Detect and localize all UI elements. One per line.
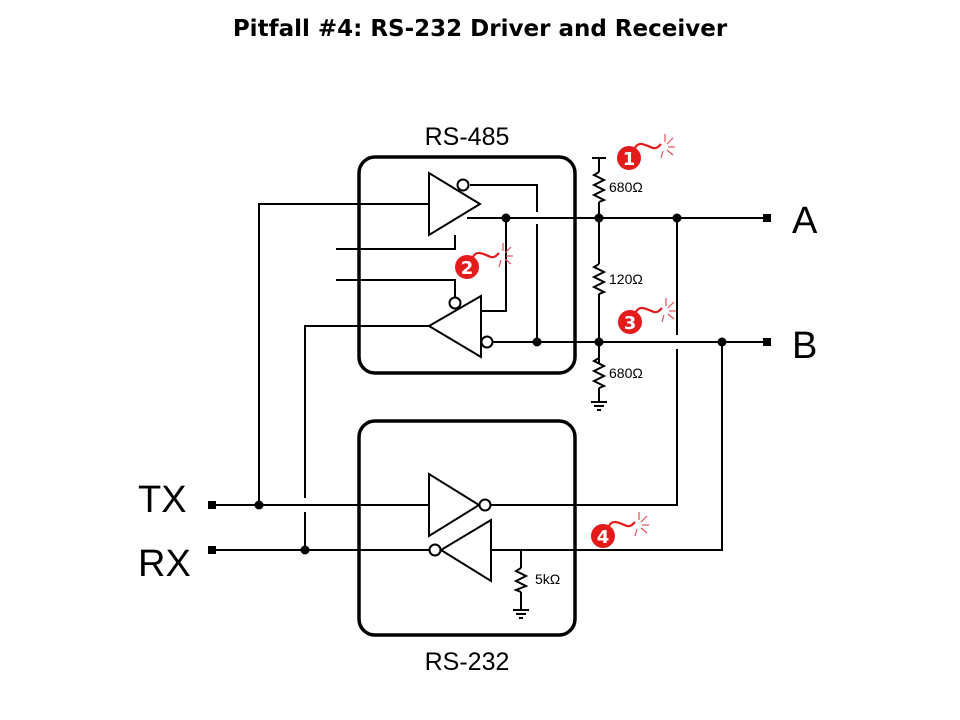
rs485-block <box>357 155 577 375</box>
receiver-enable-wire <box>336 279 456 297</box>
rs232-resistor-label: 5kΩ <box>535 571 560 587</box>
rs485-driver <box>428 171 482 237</box>
junction-dots <box>254 213 727 555</box>
pullup-resistor-label: 680Ω <box>609 179 643 195</box>
pitfall-marker-2: 2 <box>455 243 513 279</box>
port-a-label: A <box>792 200 818 242</box>
port-tx-terminal <box>208 501 216 509</box>
bomb-icon <box>455 255 479 279</box>
svg-text:2: 2 <box>461 258 474 279</box>
wires <box>213 158 767 610</box>
rs485-label: RS-485 <box>425 123 510 151</box>
port-b-terminal <box>763 338 771 346</box>
driver-inv-out-wire <box>470 184 538 212</box>
receiver-input-a-wire <box>481 218 507 312</box>
driver-inv-bubble <box>456 178 470 192</box>
resistors <box>513 171 607 593</box>
rs232-input-resistor <box>513 567 529 593</box>
svg-text:4: 4 <box>597 527 610 548</box>
rs232-receiver-bubble <box>428 543 442 557</box>
ground-icon <box>513 609 529 619</box>
receiver-triangle <box>427 294 482 359</box>
driver-enable-wire <box>336 235 456 250</box>
termination-resistor-label: 120Ω <box>609 271 643 287</box>
svg-text:3: 3 <box>624 313 637 334</box>
pitfall-marker-1: 1 <box>617 134 675 170</box>
pulldown-resistor <box>591 357 607 389</box>
rs485-receiver <box>427 294 494 359</box>
rs232-receiver-triangle <box>439 518 492 583</box>
ground-icon <box>591 401 607 411</box>
driver-triangle <box>428 171 482 237</box>
port-b-label: B <box>792 325 817 367</box>
bomb-icon <box>617 146 641 170</box>
tx-to-driver-wire <box>258 203 429 505</box>
b-to-rs232-wire <box>491 342 723 551</box>
receiver-inv-bubble <box>480 335 494 349</box>
bomb-icon <box>591 524 615 548</box>
port-rx-label: RX <box>138 543 191 585</box>
bomb-icon <box>618 310 642 334</box>
a-to-rs232-wire <box>490 349 678 506</box>
port-rx-terminal <box>208 546 216 554</box>
pulldown-resistor-label: 680Ω <box>609 365 643 381</box>
rs232-driver-bubble <box>478 498 492 512</box>
port-tx-label: TX <box>138 479 187 521</box>
pitfall-marker-3: 3 <box>618 298 676 334</box>
receiver-enable-bubble <box>448 296 462 310</box>
rs232-driver-triangle <box>428 472 481 538</box>
svg-text:1: 1 <box>623 149 636 170</box>
rs232-label: RS-232 <box>425 648 510 676</box>
pullup-resistor <box>591 171 607 203</box>
termination-resistor <box>591 263 607 295</box>
rs232-receiver <box>428 518 492 583</box>
rx-to-receiver-wire <box>304 325 429 498</box>
port-a-terminal <box>763 214 771 222</box>
rs232-driver <box>428 472 492 538</box>
pitfall-marker-4: 4 <box>591 512 649 548</box>
slide-title: Pitfall #4: RS-232 Driver and Receiver <box>232 16 728 42</box>
rs232-block <box>357 419 577 637</box>
crossing-wires <box>336 248 362 281</box>
